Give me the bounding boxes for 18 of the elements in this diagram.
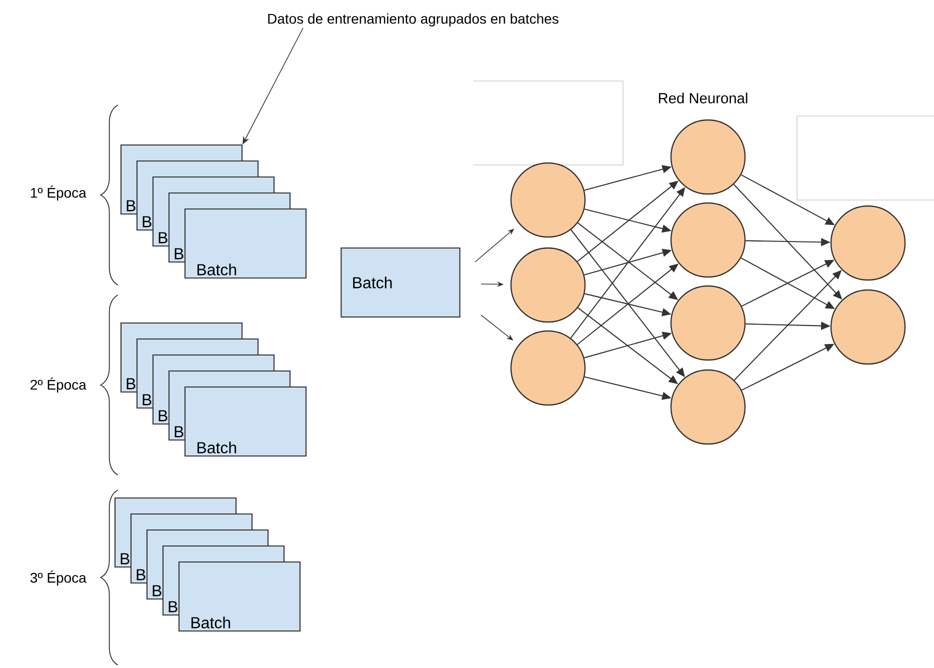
batch-box: Batch <box>184 386 307 457</box>
batch-box: Batch <box>340 247 460 318</box>
batch-box: Batch <box>178 561 301 632</box>
neuron-circle <box>510 330 586 406</box>
epoch-label: 2º Época <box>30 378 86 393</box>
neuron-circle <box>510 162 586 238</box>
neuron-circle <box>670 119 746 195</box>
neuron-circle <box>830 289 906 365</box>
neuron-circle <box>670 202 746 278</box>
neuron-circle <box>670 369 746 445</box>
section-title: Red Neuronal <box>658 92 748 104</box>
epoch-label: 1º Época <box>30 186 86 201</box>
neuron-circle <box>670 285 746 361</box>
batch-box: Batch <box>184 208 307 279</box>
neuron-circle <box>830 205 906 281</box>
epoch-label: 3º Época <box>30 570 86 586</box>
text-label: Datos de entrenamiento agrupados en batches <box>268 13 558 27</box>
neuron-circle <box>510 247 586 323</box>
